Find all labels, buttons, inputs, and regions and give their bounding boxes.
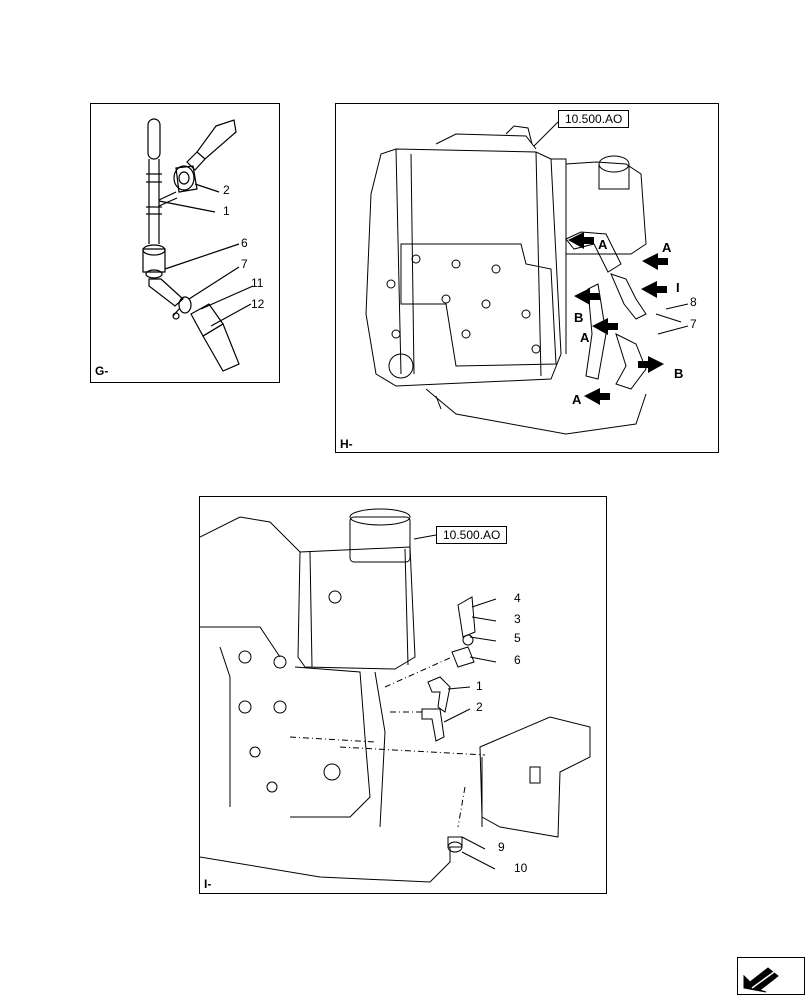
callout-5: 5 [514, 631, 521, 645]
flow-arrow-icon [641, 281, 667, 298]
callout-6: 6 [241, 236, 248, 250]
flow-letter-a: A [580, 330, 590, 345]
panel-h-label: H- [340, 437, 353, 451]
panel-i: 10.500.AO 4 3 5 6 1 2 9 10 I- [199, 496, 607, 894]
next-page-arrow-icon [743, 967, 779, 993]
callout-7: 7 [690, 317, 697, 331]
callout-3: 3 [514, 612, 521, 626]
callout-9: 9 [498, 840, 505, 854]
callout-7: 7 [241, 257, 248, 271]
panel-g: 2 1 6 7 11 12 G- [90, 103, 280, 383]
callout-2: 2 [476, 700, 483, 714]
flow-letter-a: A [598, 237, 608, 252]
callout-12: 12 [251, 297, 265, 311]
callout-6: 6 [514, 653, 521, 667]
panel-g-label: G- [95, 364, 109, 378]
flow-arrow-icon [584, 388, 610, 405]
next-page-button[interactable] [737, 957, 805, 995]
panel-h-drawing: A A I B A B A [365, 121, 689, 435]
callout-8: 8 [690, 295, 697, 309]
flow-letter-i: I [676, 280, 680, 295]
reference-box[interactable]: 10.500.AO [436, 526, 508, 544]
callout-4: 4 [514, 591, 521, 605]
panel-i-drawing [200, 508, 591, 883]
callout-10: 10 [514, 861, 528, 875]
flow-arrow-icon [642, 253, 668, 270]
flow-arrow-icon [574, 288, 600, 305]
reference-box[interactable]: 10.500.AO [558, 110, 630, 128]
flow-arrow-icon [638, 356, 664, 373]
panel-i-label: I- [204, 877, 212, 891]
flow-letter-b: B [674, 366, 683, 381]
panel-g-drawing [142, 118, 254, 372]
flow-arrow-icon [568, 232, 594, 249]
flow-arrow-icon [592, 318, 618, 335]
flow-letter-a: A [662, 240, 672, 255]
callout-11: 11 [251, 276, 264, 290]
callout-2: 2 [223, 183, 230, 197]
callout-1: 1 [476, 679, 483, 693]
flow-letter-a: A [572, 392, 582, 407]
flow-letter-b: B [574, 310, 583, 325]
panel-h: A A I B A B A 10.500.AO 8 7 H- [335, 103, 719, 453]
callout-1: 1 [223, 204, 230, 218]
